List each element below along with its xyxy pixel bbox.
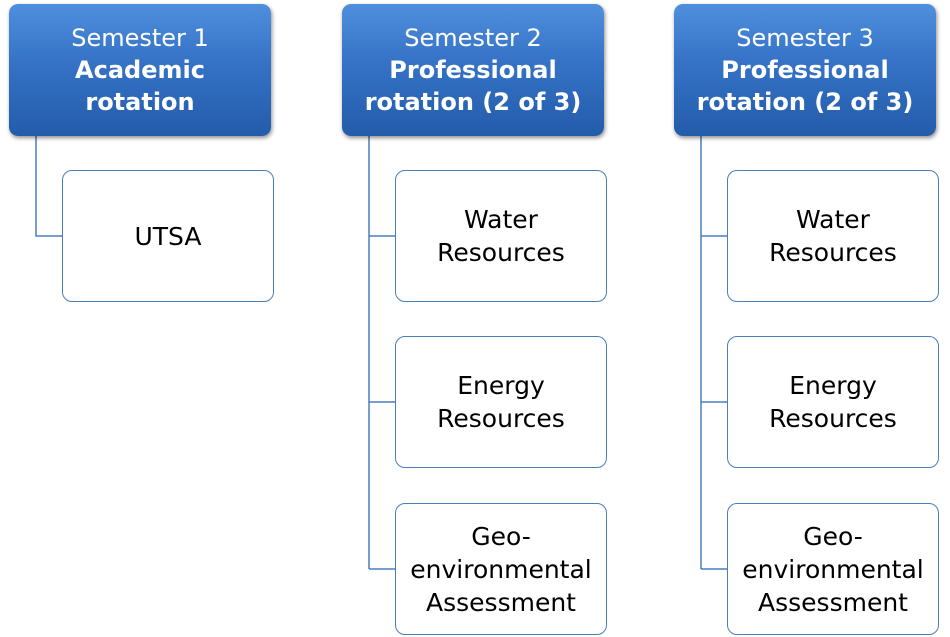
node-semester-2-energy-resources: Energy Resources [395,336,607,468]
node-semester-3-geo-environmental-assessment: Geo-environmental Assessment [727,503,939,635]
node-label: Water Resources [769,205,897,267]
header-semester-1: Semester 1 Academic rotation [9,4,271,136]
header-semester-2: Semester 2 Professional rotation (2 of 3… [342,4,604,136]
semester-title: Semester 2 [404,24,542,52]
semester-title: Semester 1 [71,24,209,52]
connector-semester-1 [35,136,62,237]
node-label: Geo-environmental Assessment [410,521,592,617]
rotation-title: Professional rotation (2 of 3) [696,56,914,116]
header-semester-3: Semester 3 Professional rotation (2 of 3… [674,4,936,136]
node-label: Water Resources [437,205,565,267]
node-semester-3-energy-resources: Energy Resources [727,336,939,468]
node-semester-2-geo-environmental-assessment: Geo-environmental Assessment [395,503,607,635]
rotation-title: Professional rotation (2 of 3) [364,56,582,116]
node-label: UTSA [134,221,202,251]
rotation-title: Academic rotation [75,56,205,116]
node-label: Geo-environmental Assessment [742,521,924,617]
node-semester-3-water-resources: Water Resources [727,170,939,302]
semester-title: Semester 3 [736,24,874,52]
node-semester-2-water-resources: Water Resources [395,170,607,302]
node-semester-1-utsa: UTSA [62,170,274,302]
node-label: Energy Resources [437,371,565,433]
node-label: Energy Resources [769,371,897,433]
